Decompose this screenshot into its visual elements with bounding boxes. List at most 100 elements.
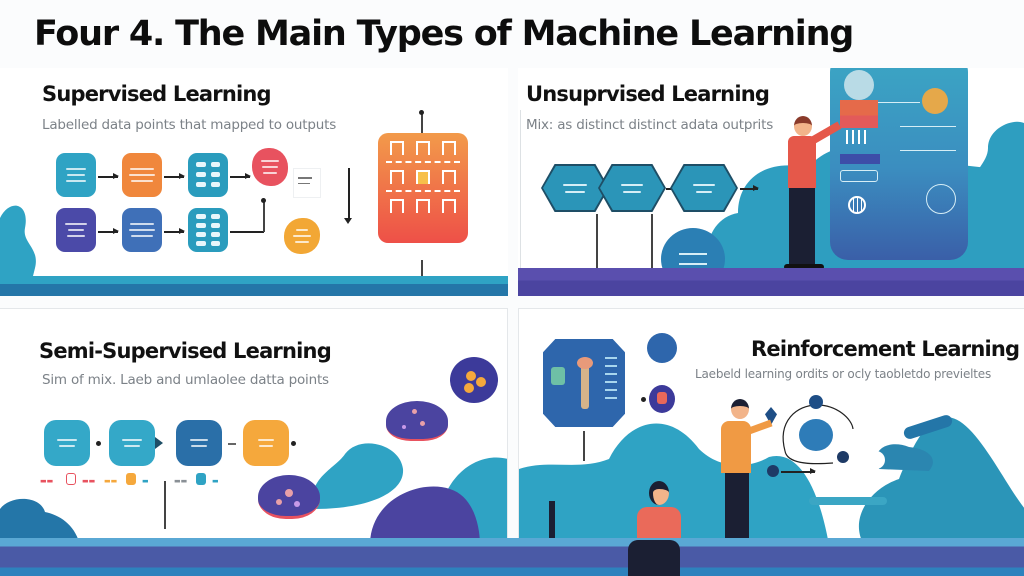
decorative-cloud-right (971, 121, 1024, 208)
ground-strip (518, 268, 1024, 296)
data-point (476, 377, 486, 387)
dashboard-screen (830, 68, 968, 260)
output-note (293, 168, 321, 198)
legend-item-teal-2: ▬ (212, 477, 219, 485)
seated-head (649, 481, 669, 505)
legend-item-coral: ▬▬ (40, 477, 54, 485)
cluster-node-2 (600, 166, 664, 210)
legend-item-grey: ▬▬ (174, 477, 188, 485)
output-connector-top (421, 112, 423, 136)
arrow (781, 468, 816, 474)
arrow (740, 185, 759, 191)
panel-unsupervised: Unsuprvised Learning Mix: as distinct di… (518, 68, 1024, 296)
panel-title-supervised: Supervised Learning (42, 82, 272, 106)
connector-dot (261, 198, 266, 203)
arrow (164, 173, 185, 179)
divider-line (900, 126, 956, 127)
laptop-screen (549, 501, 555, 543)
seated-legs (628, 540, 680, 576)
ground-strip (0, 276, 508, 296)
prediction-blob-2 (284, 218, 320, 254)
cluster-blob-top (386, 401, 448, 441)
gauge-circle (926, 184, 956, 214)
legend-swatch-teal (196, 473, 206, 485)
legend-swatch-amber (126, 473, 136, 485)
data-point (294, 501, 300, 507)
table-sketch (840, 170, 878, 182)
data-point (466, 371, 476, 381)
globe-icon (848, 196, 866, 214)
data-point (402, 425, 406, 429)
panel-subtitle-reinforcement: Laebeld learning ordits or ocly taobletd… (695, 367, 991, 381)
feature-table-2 (188, 208, 228, 252)
page-title: Four 4. The Main Types of Machine Learni… (34, 14, 854, 54)
decorative-wave-left (0, 205, 36, 288)
panel-subtitle-supervised: Labelled data points that mapped to outp… (42, 117, 337, 133)
cluster-node-1 (543, 166, 607, 210)
connector-dot (419, 110, 424, 115)
cluster-blob-unlabelled (258, 475, 320, 519)
divider-line (900, 150, 956, 151)
connector (651, 214, 653, 274)
person-legs (725, 473, 749, 543)
divider-line (860, 102, 920, 103)
person-head (794, 116, 812, 136)
seated-torso (637, 507, 681, 543)
data-point (464, 383, 474, 393)
chat-bubble-icon (867, 451, 885, 469)
panel-title-reinforcement: Reinforcement Learning (751, 337, 1020, 361)
panel-title-semi-supervised: Semi-Supervised Learning (39, 339, 332, 363)
reward-icon-circle (649, 385, 675, 413)
flow-box-output (243, 420, 289, 466)
state-icon-circle (647, 333, 677, 363)
panel-subtitle-semi-supervised: Sim of mix. Laeb and umlaolee datta poin… (42, 372, 329, 388)
data-point (276, 499, 282, 505)
loop-node-top (809, 395, 823, 409)
agent-hud-right (605, 357, 617, 401)
footer-band (0, 538, 1024, 576)
legend-item-amber: ▬▬ (104, 477, 118, 485)
connector (164, 481, 166, 529)
double-arrow (348, 168, 350, 220)
flow-box-label-2 (122, 208, 162, 252)
agent-head-figure (577, 357, 593, 369)
decorative-hill-left (0, 498, 80, 543)
connector-dot (641, 397, 646, 402)
connector-elbow (230, 231, 264, 233)
feature-table-1 (188, 153, 228, 197)
decorative-hill-right (370, 457, 507, 543)
bar-block-red (840, 100, 878, 128)
loop-node-right (837, 451, 849, 463)
arrow (98, 228, 119, 234)
arrow-head-right (155, 437, 163, 449)
arrow (230, 173, 251, 179)
chart-circle-amber (922, 88, 948, 114)
flow-box-mixed (109, 420, 155, 466)
loop-node-left (767, 465, 779, 477)
legend-item-teal: ▬ (142, 477, 149, 485)
connector-dot (291, 441, 296, 446)
panel-supervised: Supervised Learning Labelled data points… (0, 68, 508, 296)
connector (583, 431, 585, 461)
legend-item-coral-2: ▬▬ (82, 477, 96, 485)
panel-subtitle-unsupervised: Mix: as distinct distinct adata outprits (526, 117, 774, 133)
arrow (98, 173, 119, 179)
agent-hud-left (551, 367, 565, 385)
flow-box-labelled (44, 420, 90, 466)
decorative-hills (519, 417, 1024, 543)
data-point (412, 409, 417, 414)
bar-block-indigo (840, 154, 880, 164)
dash (228, 443, 236, 445)
connector (596, 214, 598, 274)
progress-bar (809, 497, 887, 505)
panel-semi-supervised: Semi-Supervised Learning Sim of mix. Lae… (0, 308, 508, 544)
flow-box-model (176, 420, 222, 466)
panel-title-unsupervised: Unsuprvised Learning (526, 82, 770, 106)
bar-ticks (846, 130, 870, 144)
agent-body-figure (581, 361, 589, 409)
flow-box-input-2 (56, 208, 96, 252)
legend-swatch-coral (66, 473, 76, 485)
data-point (285, 489, 293, 497)
flow-box-input-1 (56, 153, 96, 197)
person-legs (789, 188, 815, 268)
